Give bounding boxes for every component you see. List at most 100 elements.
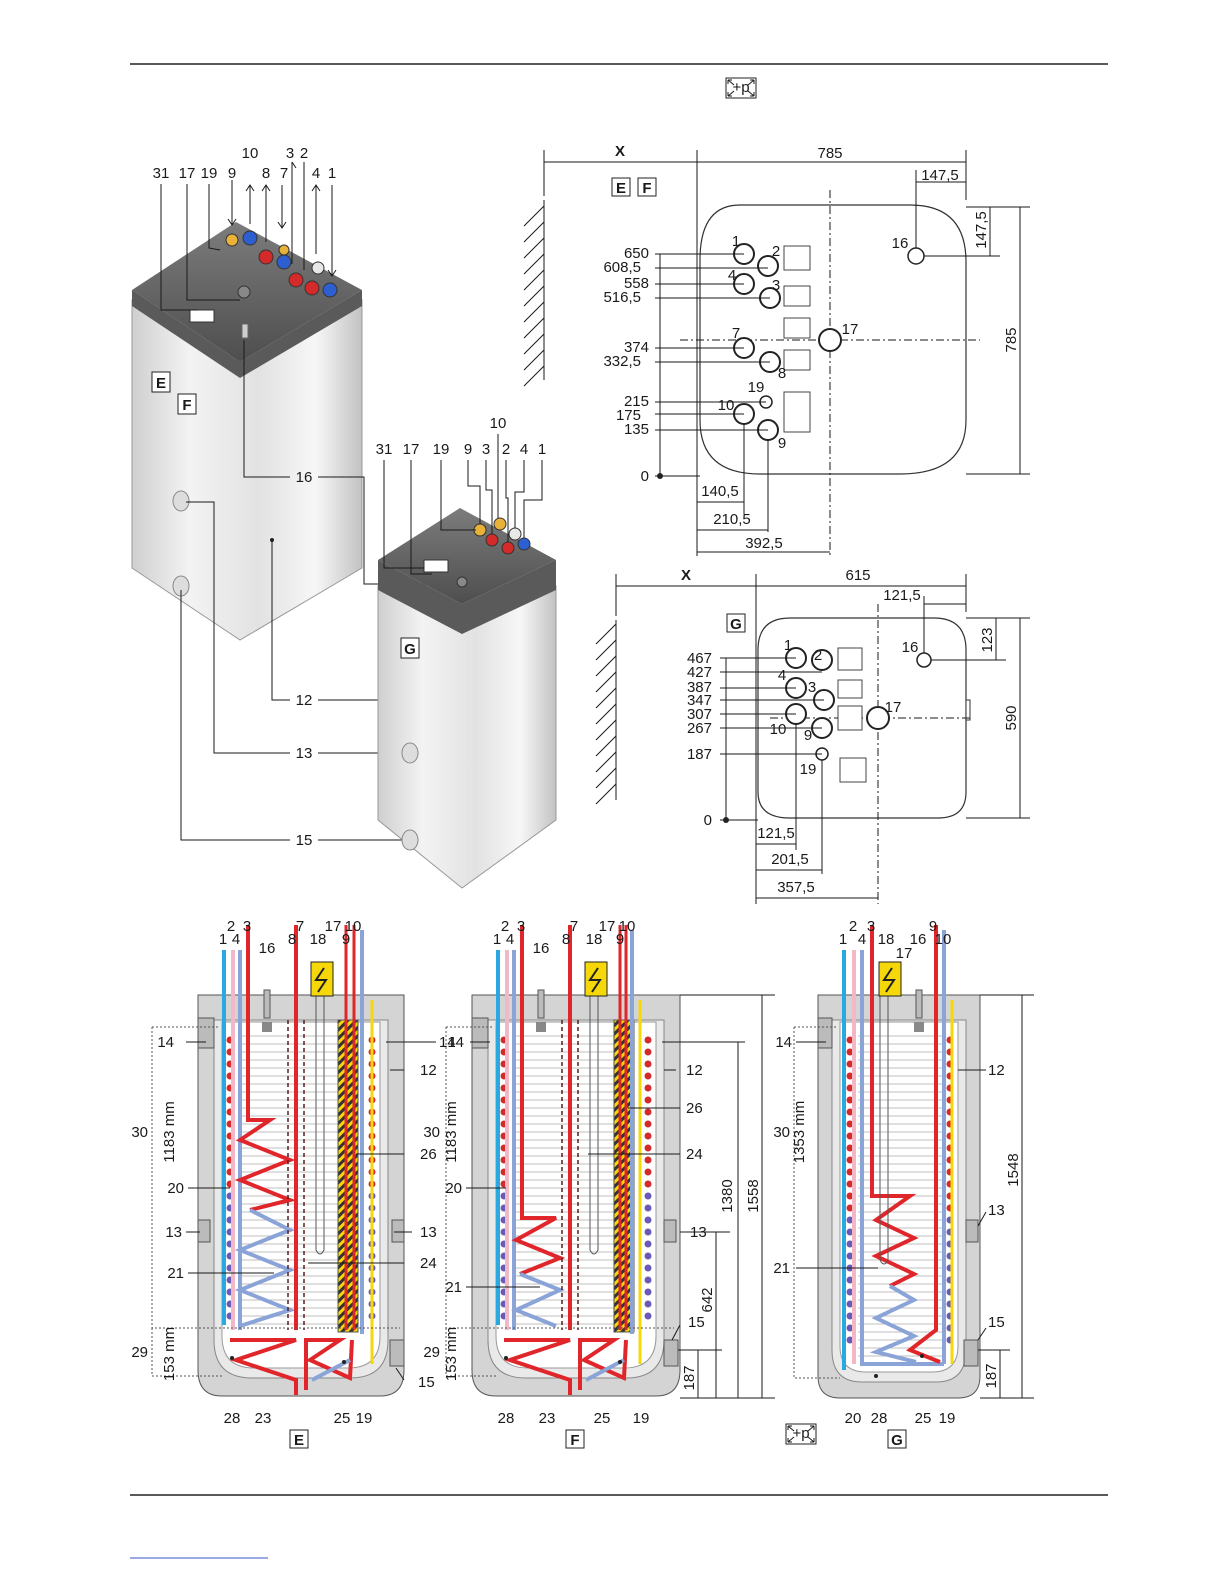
iso-badge-f: F bbox=[182, 397, 191, 414]
callout-label: 10 bbox=[770, 721, 787, 738]
callout-label: 9 bbox=[778, 435, 786, 452]
callout-label: 1380 bbox=[719, 1179, 736, 1212]
callout-label: 10 bbox=[345, 918, 362, 935]
callout-label: 590 bbox=[1003, 705, 1020, 730]
callout-label: 7 bbox=[280, 165, 288, 182]
callout-label: 21 bbox=[773, 1260, 790, 1277]
callout-label: 12 bbox=[296, 692, 313, 709]
callout-label: 2 bbox=[772, 243, 780, 260]
callout-label: 9 bbox=[228, 165, 236, 182]
callout-label: 3 bbox=[867, 918, 875, 935]
callout-label: 10 bbox=[242, 145, 259, 162]
callout-label: 9 bbox=[929, 918, 937, 935]
callout-label: 608,5 bbox=[603, 259, 641, 276]
callout-label: 31 bbox=[153, 165, 170, 182]
callout-label: E bbox=[616, 180, 626, 197]
callout-label: 28 bbox=[498, 1410, 515, 1427]
callout-label: 16 bbox=[892, 235, 909, 252]
callout-label: 23 bbox=[255, 1410, 272, 1427]
callout-label: 7 bbox=[296, 918, 304, 935]
callout-label: 467 bbox=[687, 650, 712, 667]
callout-label: 3 bbox=[808, 679, 816, 696]
callout-label: 8 bbox=[778, 365, 786, 382]
callout-label: 153 mm bbox=[443, 1327, 460, 1381]
callout-label: 16 bbox=[902, 639, 919, 656]
callout-label: 28 bbox=[224, 1410, 241, 1427]
callout-label: 28 bbox=[871, 1410, 888, 1427]
callout-label: 153 mm bbox=[161, 1327, 178, 1381]
callout-label: 3 bbox=[482, 441, 490, 458]
callout-label: 17 bbox=[325, 918, 342, 935]
callout-label: 2 bbox=[300, 145, 308, 162]
callout-label: 30 bbox=[423, 1124, 440, 1141]
pressure-icon: +p bbox=[725, 77, 757, 99]
callout-label: G bbox=[730, 616, 742, 633]
callout-label: 1 bbox=[328, 165, 336, 182]
callout-label: 24 bbox=[420, 1255, 437, 1272]
callout-label: 12 bbox=[988, 1062, 1005, 1079]
callout-label: 516,5 bbox=[603, 289, 641, 306]
callout-label: 23 bbox=[539, 1410, 556, 1427]
callout-label: 17 bbox=[896, 945, 913, 962]
callout-label: 9 bbox=[342, 931, 350, 948]
callout-label: 13 bbox=[296, 745, 313, 762]
callout-label: 175 bbox=[616, 407, 641, 424]
callout-label: 121,5 bbox=[883, 587, 921, 604]
callout-label: 267 bbox=[687, 720, 712, 737]
callout-label: F bbox=[570, 1432, 579, 1449]
callout-label: 21 bbox=[167, 1265, 184, 1282]
callout-label: 347 bbox=[687, 692, 712, 709]
callout-label: 13 bbox=[690, 1224, 707, 1241]
plan-view-ef-labels: 650 608,5 558 516,5 374 332,5 215 175 13… bbox=[603, 233, 908, 485]
callout-label: 9 bbox=[616, 931, 624, 948]
callout-label: +p bbox=[792, 1425, 809, 1442]
callout-label: F bbox=[642, 180, 651, 197]
callout-label: 135 bbox=[624, 421, 649, 438]
callout-label: 210,5 bbox=[713, 511, 751, 528]
callout-label: 31 bbox=[376, 441, 393, 458]
callout-label: 387 bbox=[687, 679, 712, 696]
callout-label: 14 bbox=[775, 1034, 792, 1051]
section-f-labels: 2 3 7 17 10 1 4 16 8 18 9 30 20 21 29 14… bbox=[423, 918, 706, 1427]
callout-label: 785 bbox=[1003, 327, 1020, 352]
callout-label: 13 bbox=[420, 1224, 437, 1241]
callout-label: 1353 mm bbox=[791, 1101, 808, 1164]
callout-label: 26 bbox=[686, 1100, 703, 1117]
iso-badge-g: G bbox=[404, 641, 416, 658]
callout-label: 19 bbox=[433, 441, 450, 458]
callout-label: X bbox=[681, 567, 691, 584]
callout-label: 14 bbox=[439, 1034, 456, 1051]
callout-label: 15 bbox=[418, 1374, 435, 1391]
callout-label: 392,5 bbox=[745, 535, 783, 552]
callout-label: 1548 bbox=[1005, 1153, 1022, 1186]
callout-label: 215 bbox=[624, 393, 649, 410]
callout-label: 2 bbox=[849, 918, 857, 935]
callout-label: 25 bbox=[915, 1410, 932, 1427]
callout-label: 357,5 bbox=[777, 879, 815, 896]
callout-label: 1 bbox=[493, 931, 501, 948]
callout-label: 2 bbox=[501, 918, 509, 935]
callout-label: 2 bbox=[814, 647, 822, 664]
callout-label: 1 bbox=[219, 931, 227, 948]
callout-label: 2 bbox=[227, 918, 235, 935]
callout-label: 332,5 bbox=[603, 353, 641, 370]
callout-label: 30 bbox=[131, 1124, 148, 1141]
callout-label: 20 bbox=[445, 1180, 462, 1197]
callout-label: 19 bbox=[201, 165, 218, 182]
callout-label: 25 bbox=[334, 1410, 351, 1427]
callout-label: 17 bbox=[842, 321, 859, 338]
section-g-labels: 2 3 9 1 4 18 16 10 17 14 30 21 12 13 15 … bbox=[773, 918, 1004, 1427]
callout-label: 16 bbox=[533, 940, 550, 957]
callout-label: 187 bbox=[681, 1365, 698, 1390]
callout-label: 29 bbox=[131, 1344, 148, 1361]
callout-label: 9 bbox=[804, 727, 812, 744]
callout-label: 4 bbox=[232, 931, 240, 948]
plan-view-g: X 615 G 590 121,5 123 bbox=[595, 567, 1030, 904]
callout-label: X bbox=[615, 143, 625, 160]
callout-label: 24 bbox=[686, 1146, 703, 1163]
callout-label: 0 bbox=[704, 812, 712, 829]
callout-label: 19 bbox=[939, 1410, 956, 1427]
callout-label: 3 bbox=[243, 918, 251, 935]
callout-label: +p bbox=[732, 79, 749, 96]
